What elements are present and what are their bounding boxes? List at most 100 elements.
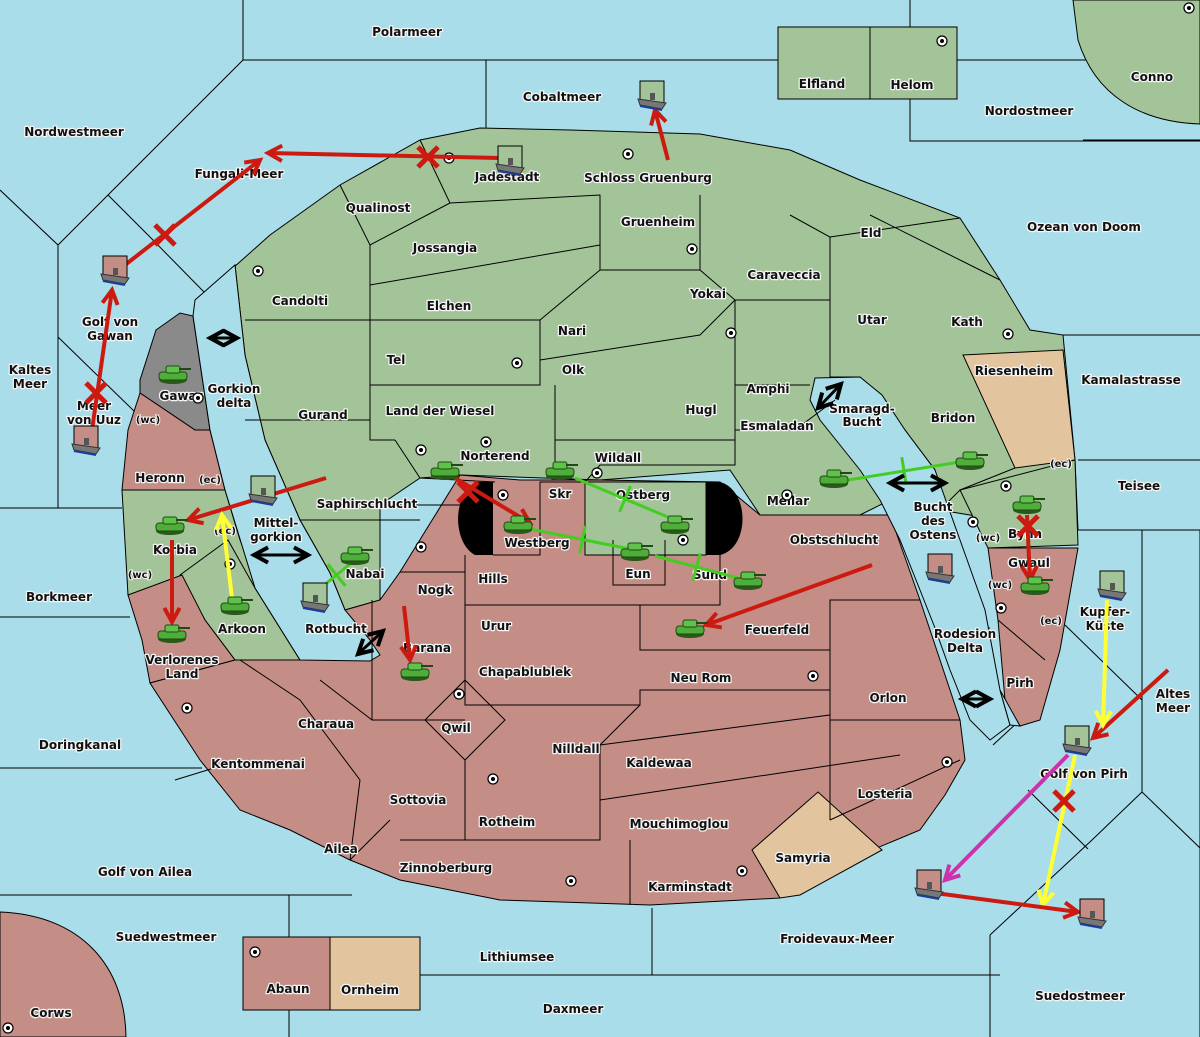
- sea-gorkion-sea[interactable]: [192, 263, 381, 662]
- territory-border: [319, 679, 373, 721]
- sea-label: Bucht: [913, 500, 952, 514]
- tank-icon[interactable]: [430, 461, 463, 480]
- territory-border: [829, 599, 920, 690]
- impassable-west: [458, 482, 493, 555]
- territory-label: Qwil: [441, 721, 471, 735]
- territory-label: Losteria: [857, 787, 912, 801]
- coast-marker: (wc): [128, 570, 152, 581]
- territory-label: Eld: [861, 226, 882, 240]
- sea-label: Meer: [13, 377, 47, 391]
- ship-icon[interactable]: [248, 475, 278, 506]
- tank-icon[interactable]: [157, 624, 190, 643]
- supply-center-icon: [1183, 2, 1195, 14]
- tank-icon[interactable]: [158, 365, 191, 384]
- territory-label: Land: [166, 667, 199, 681]
- territory-label: Verlorenes: [146, 653, 219, 667]
- territory-label: Westberg: [504, 536, 569, 550]
- sea-label: Rodesion: [934, 627, 996, 641]
- tank-icon[interactable]: [955, 451, 988, 470]
- supply-center-icon: [686, 243, 698, 255]
- ship-icon[interactable]: [925, 553, 955, 584]
- ship-icon[interactable]: [300, 582, 330, 613]
- tank-icon[interactable]: [220, 596, 253, 615]
- territory-label: Saphirschlucht: [317, 497, 418, 511]
- sea-label: Nordwestmeer: [24, 125, 124, 139]
- territory-label: Riesenheim: [975, 364, 1054, 378]
- sea-bucht-ostens[interactable]: [809, 376, 1011, 741]
- territory-label: Conno: [1131, 70, 1173, 84]
- failed-order-marker-icon: [416, 145, 440, 169]
- supply-center-icon: [415, 541, 427, 553]
- territory-label: Kath: [951, 315, 983, 329]
- ship-icon[interactable]: [1077, 898, 1107, 929]
- sea-pirh-gap[interactable]: [999, 689, 1021, 727]
- territory-border: [339, 139, 451, 246]
- supply-center-icon: [677, 534, 689, 546]
- territory-label: Zinnoberburg: [400, 861, 492, 875]
- supply-center-icon: [1000, 480, 1012, 492]
- ship-icon[interactable]: [1062, 725, 1092, 756]
- tank-icon[interactable]: [819, 469, 852, 488]
- tank-icon[interactable]: [1012, 495, 1045, 514]
- supply-center-icon: [2, 1022, 14, 1034]
- supply-center-icon: [453, 688, 465, 700]
- territory-border: [465, 555, 721, 606]
- move-order: [934, 891, 1083, 920]
- sea-label: Cobaltmeer: [523, 90, 601, 104]
- tank-icon[interactable]: [675, 619, 708, 638]
- supply-center-icon: [736, 865, 748, 877]
- tank-icon[interactable]: [733, 571, 766, 590]
- sea-label: Golf von: [82, 315, 138, 329]
- tank-icon[interactable]: [1020, 576, 1053, 595]
- territory-label: Abaun: [266, 982, 309, 996]
- tank-icon[interactable]: [545, 461, 578, 480]
- territory-label: Samyria: [775, 851, 830, 865]
- tank-icon[interactable]: [340, 546, 373, 565]
- territory-border: [369, 244, 601, 286]
- territory-border: [959, 467, 1016, 491]
- territory-label: Bridon: [931, 411, 976, 425]
- supply-center-icon: [1002, 328, 1014, 340]
- move-order: [702, 563, 873, 630]
- territory-label: Esmaladan: [740, 419, 813, 433]
- supply-center-icon: [415, 444, 427, 456]
- failed-order-marker-icon: [1016, 514, 1040, 538]
- territory-label: Eun: [625, 567, 650, 581]
- units: [71, 80, 1127, 929]
- territory-conno[interactable]: [1072, 0, 1200, 125]
- ship-icon[interactable]: [637, 80, 667, 111]
- ship-icon[interactable]: [100, 255, 130, 286]
- ship-icon[interactable]: [1097, 570, 1127, 601]
- tank-icon[interactable]: [620, 542, 653, 561]
- ship-icon[interactable]: [71, 425, 101, 456]
- supply-center-icon: [497, 489, 509, 501]
- sea-label: Froidevaux-Meer: [780, 932, 894, 946]
- supply-center-icon: [936, 35, 948, 47]
- adjacency-arrow-icon: [205, 328, 242, 348]
- territory-samyria[interactable]: [751, 791, 883, 899]
- territory-border: [369, 320, 541, 386]
- sea-label: Meer: [1156, 701, 1190, 715]
- territory-label: Neu Rom: [671, 671, 732, 685]
- supply-center-icon: [967, 516, 979, 528]
- territory-label: Gruenheim: [621, 215, 695, 229]
- tank-icon[interactable]: [400, 662, 433, 681]
- ship-icon[interactable]: [914, 869, 944, 900]
- territory-gwaul-pirh[interactable]: [987, 547, 1079, 727]
- coast-marker: (ec): [1050, 459, 1072, 470]
- territory-border: [939, 489, 961, 511]
- tank-icon[interactable]: [660, 515, 693, 534]
- sea-label: Kaltes: [9, 363, 52, 377]
- ship-icon[interactable]: [495, 145, 525, 176]
- tank-icon[interactable]: [155, 516, 188, 535]
- territory-helom[interactable]: [869, 26, 958, 100]
- supply-center-icon: [252, 265, 264, 277]
- territory-ornheim[interactable]: [329, 936, 421, 1011]
- territory-label: Skr: [549, 487, 572, 501]
- territory-label: Land der Wiesel: [386, 404, 495, 418]
- territory-corws[interactable]: [0, 911, 127, 1037]
- territory-label: Sottovia: [390, 793, 447, 807]
- tank-icon[interactable]: [503, 515, 536, 534]
- territory-label: Jadestadt: [474, 170, 540, 184]
- territory-label: Olk: [562, 363, 585, 377]
